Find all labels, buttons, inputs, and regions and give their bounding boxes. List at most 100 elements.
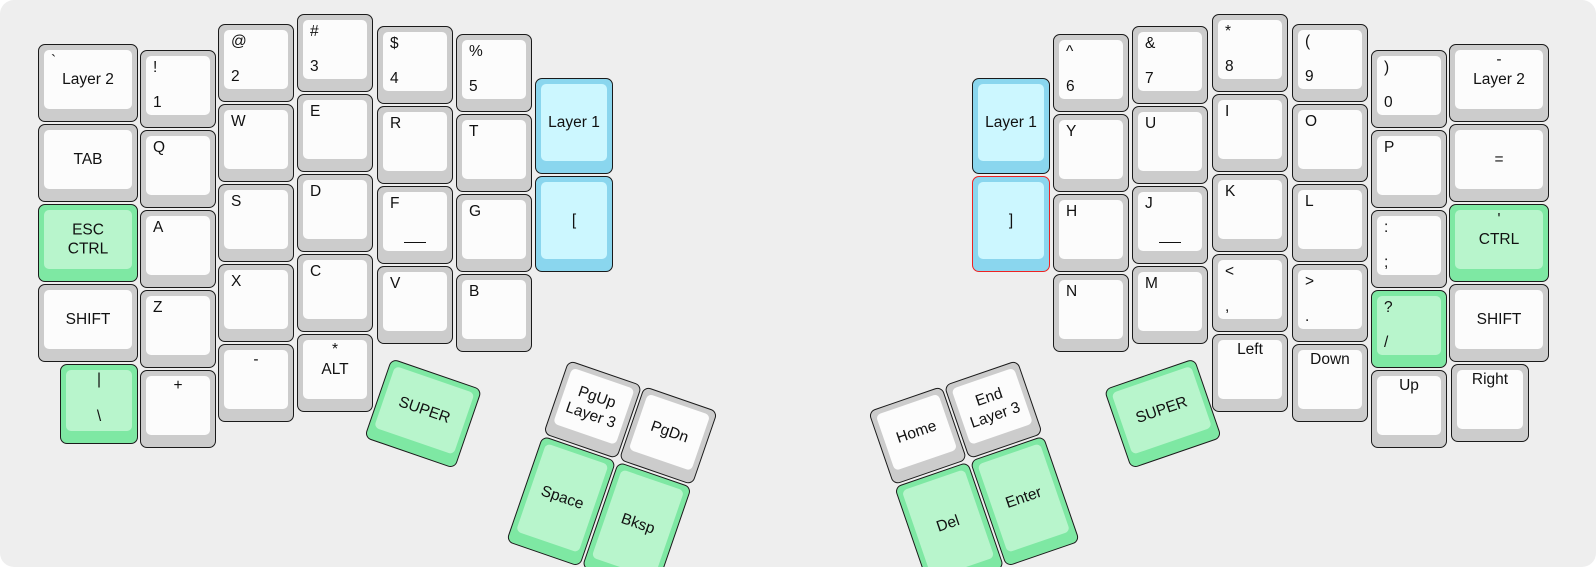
key-l-r1c5[interactable]: $4 [377, 26, 453, 104]
key-r-r3c5[interactable]: L [1292, 184, 1368, 262]
keycap-surface: $4 [383, 32, 447, 91]
key-r-r3c3[interactable]: J [1132, 186, 1208, 264]
key-l-r3c3[interactable]: S [218, 184, 294, 262]
key-legend-bottom: ; [1384, 253, 1389, 271]
key-l-r4c5[interactable]: V [377, 266, 453, 344]
keycap-surface: Home [875, 393, 958, 471]
key-r-r1c5[interactable]: (9 [1292, 24, 1368, 102]
keycap-surface: A [146, 216, 210, 275]
key-r-r2c6[interactable]: P [1371, 130, 1447, 208]
key-legend-top: H [1066, 203, 1078, 220]
key-r-r4c5[interactable]: >. [1292, 264, 1368, 342]
key-l-r2c2[interactable]: Q [140, 130, 216, 208]
key-legend-top: ( [1305, 33, 1311, 50]
key-r-r1c2[interactable]: ^6 [1053, 34, 1129, 112]
key-legend-top: F [390, 195, 400, 212]
key-l-r2c4[interactable]: E [297, 94, 373, 172]
key-legend-top: ) [1384, 59, 1390, 76]
key-r-r4c4[interactable]: <, [1212, 254, 1288, 332]
key-legend-top: > [1305, 273, 1315, 290]
keycap-surface: P [1377, 136, 1441, 195]
key-l-r1c2[interactable]: !1 [140, 50, 216, 128]
key-legend-center: SUPER [396, 392, 453, 427]
key-r-t1[interactable]: SUPER [1103, 358, 1222, 469]
key-legend-center: Del [934, 511, 962, 536]
key-l-r3c5[interactable]: F [377, 186, 453, 264]
key-legend-top: W [231, 113, 246, 130]
key-l-r2c3[interactable]: W [218, 104, 294, 182]
key-r-r3c7[interactable]: 'CTRL [1449, 204, 1549, 282]
key-r-r5c7[interactable]: Right [1451, 364, 1529, 442]
key-l-r1c1[interactable]: `Layer 2 [38, 44, 138, 122]
key-l-r2c7[interactable]: [ [535, 176, 613, 272]
keycap-surface: &7 [1138, 32, 1202, 91]
keycap-surface: J [1138, 192, 1202, 251]
key-legend-top: R [390, 115, 402, 132]
key-r-r1c7[interactable]: -Layer 2 [1449, 44, 1549, 122]
key-r-r3c4[interactable]: K [1212, 174, 1288, 252]
key-r-r4c6[interactable]: ?/ [1371, 290, 1447, 368]
key-l-r5c1[interactable]: |\ [60, 364, 138, 444]
key-l-r5c3[interactable]: - [218, 344, 294, 422]
key-r-r2c5[interactable]: O [1292, 104, 1368, 182]
key-r-r1c4[interactable]: *8 [1212, 14, 1288, 92]
key-l-r2c1[interactable]: TAB [38, 124, 138, 202]
key-r-r2c1[interactable]: ] [972, 176, 1050, 272]
key-r-r3c6[interactable]: :; [1371, 210, 1447, 288]
key-l-r3c4[interactable]: D [297, 174, 373, 252]
key-l-r4c1[interactable]: SHIFT [38, 284, 138, 362]
key-l-r4c3[interactable]: X [218, 264, 294, 342]
key-l-r3c6[interactable]: G [456, 194, 532, 272]
keycap-surface: :; [1377, 216, 1441, 275]
key-l-t1[interactable]: SUPER [364, 358, 483, 469]
key-l-r4c2[interactable]: Z [140, 290, 216, 368]
keycap-surface: `Layer 2 [44, 50, 132, 109]
key-l-r3c2[interactable]: A [140, 210, 216, 288]
key-r-r2c2[interactable]: Y [1053, 114, 1129, 192]
key-legend-top: U [1145, 115, 1157, 132]
key-l-r1c4[interactable]: #3 [297, 14, 373, 92]
key-r-r4c2[interactable]: N [1053, 274, 1129, 352]
key-r-r1c3[interactable]: &7 [1132, 26, 1208, 104]
keycap-surface: T [462, 120, 526, 179]
key-l-r5c2[interactable]: + [140, 370, 216, 448]
key-r-r2c3[interactable]: U [1132, 106, 1208, 184]
key-r-r3c2[interactable]: H [1053, 194, 1129, 272]
key-legend-top: N [1066, 283, 1078, 300]
key-r-r1c1[interactable]: Layer 1 [972, 78, 1050, 174]
key-legend-bottom: 9 [1305, 67, 1314, 85]
key-r-r1c6[interactable]: )0 [1371, 50, 1447, 128]
keycap-surface: ^6 [1059, 40, 1123, 99]
keycap-surface: = [1455, 130, 1543, 189]
key-legend-top: D [310, 183, 322, 200]
keycap-surface: ] [978, 182, 1044, 259]
key-legend-bottom: \ [96, 407, 102, 425]
key-r-r4c7[interactable]: SHIFT [1449, 284, 1549, 362]
key-l-r2c6[interactable]: T [456, 114, 532, 192]
keycap-surface: Q [146, 136, 210, 195]
key-l-r2c5[interactable]: R [377, 106, 453, 184]
key-r-r4c3[interactable]: M [1132, 266, 1208, 344]
key-l-r5c4[interactable]: *ALT [297, 334, 373, 412]
key-r-r5c5[interactable]: Down [1292, 344, 1368, 422]
key-legend-center-top: + [173, 377, 183, 394]
keycap-surface: @2 [224, 30, 288, 89]
key-r-r5c4[interactable]: Left [1212, 334, 1288, 412]
key-l-r4c6[interactable]: B [456, 274, 532, 352]
keycap-surface: I [1218, 100, 1282, 159]
key-l-r1c3[interactable]: @2 [218, 24, 294, 102]
keycap-surface: TAB [44, 130, 132, 189]
key-r-r5c6[interactable]: Up [1371, 370, 1447, 448]
key-legend-bottom: 6 [1066, 77, 1075, 95]
keycap-surface: SUPER [373, 365, 475, 455]
key-l-r1c6[interactable]: %5 [456, 34, 532, 112]
key-l-r1c7[interactable]: Layer 1 [535, 78, 613, 174]
key-r-r2c7[interactable]: = [1449, 124, 1549, 202]
key-legend-center-top: Down [1310, 351, 1350, 368]
keycap-surface: Left [1218, 340, 1282, 399]
key-l-r4c4[interactable]: C [297, 254, 373, 332]
key-r-r2c4[interactable]: I [1212, 94, 1288, 172]
key-legend-top: I [1225, 103, 1230, 120]
keycap-surface: <, [1218, 260, 1282, 319]
